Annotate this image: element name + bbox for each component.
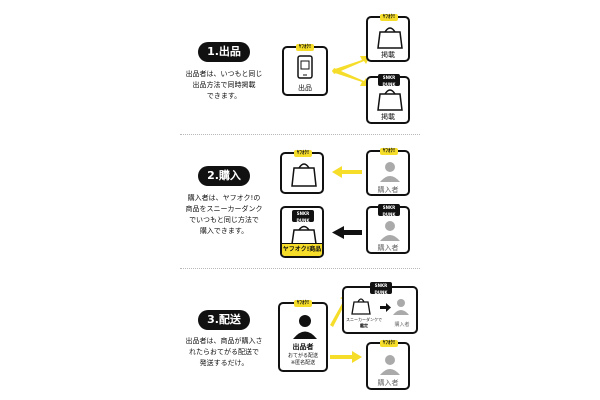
- inspection-card: SNKR DUNK スニーカーダンクで 鑑定 購入者: [342, 282, 418, 334]
- buyer-card: ﾔﾌｵｸ! 購入者: [366, 340, 410, 390]
- bag-icon: [351, 298, 409, 315]
- yahoo-auction-tag: ﾔﾌｵｸ!: [380, 14, 398, 21]
- yahoo-auction-tag: ﾔﾌｵｸ!: [294, 300, 312, 307]
- person-icon: [380, 162, 400, 182]
- listing-target-card: SNKR DUNK 掲載: [366, 74, 410, 124]
- section-description: 出品者は、商品が購入さ れたらおてがる配送で 発送するだけ。: [185, 337, 263, 367]
- card-caption: 出品: [298, 84, 312, 92]
- card-caption: 出品者: [292, 343, 314, 351]
- marketplace-card: ﾔﾌｵｸ!: [280, 150, 324, 194]
- card-caption: 購入者: [394, 322, 410, 328]
- snkrdunk-tag: SNKR DUNK: [370, 282, 392, 295]
- snkrdunk-tag: SNKR DUNK: [292, 210, 314, 223]
- card-caption: 購入者: [377, 186, 399, 194]
- section-divider: [180, 268, 420, 269]
- snkrdunk-tag: SNKR DUNK: [378, 204, 400, 217]
- seller-card: ﾔﾌｵｸ! 出品者 おてがる配送 ※匿名配送: [278, 300, 328, 372]
- card-caption: 購入者: [377, 244, 399, 252]
- snkrdunk-tag: SNKR DUNK: [378, 74, 400, 87]
- buyer-card: ﾔﾌｵｸ! 購入者: [366, 148, 410, 196]
- section-title-purchase: 2.購入: [198, 166, 250, 186]
- yahoo-auction-tag: ﾔﾌｵｸ!: [380, 340, 398, 347]
- bag-icon: [377, 89, 403, 111]
- listing-source-card: ﾔﾌｵｸ! 出品: [282, 44, 328, 96]
- inspection-label: スニーカーダンクで 鑑定: [346, 317, 382, 328]
- person-icon: [380, 355, 400, 375]
- listing-target-card: ﾔﾌｵｸ! 掲載: [366, 14, 410, 62]
- yahoo-auction-tag: ﾔﾌｵｸ!: [296, 44, 314, 51]
- bag-icon: [377, 27, 403, 49]
- person-icon: [380, 221, 400, 241]
- section-title-shipping: 3.配送: [198, 310, 250, 330]
- yahoo-auction-tag: ﾔﾌｵｸ!: [294, 150, 312, 157]
- card-caption: 購入者: [377, 379, 399, 387]
- buyer-card: SNKR DUNK 購入者: [366, 204, 410, 254]
- card-caption: 掲載: [381, 113, 395, 121]
- section-divider: [180, 134, 420, 135]
- section-description: 出品者は、いつもと同じ 出品方法で同時掲載 できます。: [185, 70, 263, 100]
- card-subtext: おてがる配送 ※匿名配送: [287, 353, 318, 366]
- bag-icon: [291, 163, 317, 187]
- section-description: 購入者は、ヤフオク!の 商品をスニーカーダンク でいつもと同じ方法で 購入できま…: [185, 194, 263, 235]
- phone-icon: [297, 55, 313, 79]
- section-title-listing: 1.出品: [198, 42, 250, 62]
- yahoo-item-label: ヤフオク!商品: [282, 243, 322, 256]
- yahoo-auction-tag: ﾔﾌｵｸ!: [380, 148, 398, 155]
- marketplace-card: SNKR DUNK ヤフオク!商品: [280, 206, 324, 258]
- card-caption: 掲載: [381, 51, 395, 59]
- person-icon: [293, 315, 317, 339]
